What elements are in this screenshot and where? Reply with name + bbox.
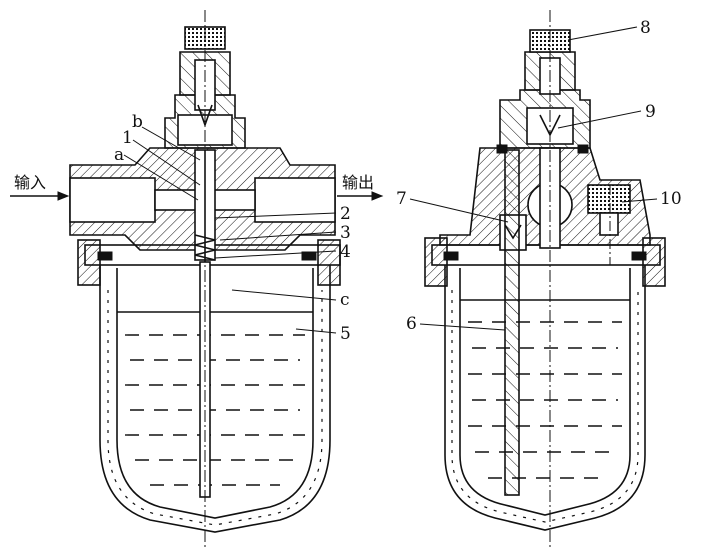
label-5: 5 bbox=[340, 324, 351, 344]
left-bowl-glass-marks bbox=[107, 290, 323, 526]
right-lubricator bbox=[424, 10, 666, 548]
label-3: 3 bbox=[340, 223, 351, 243]
label-9: 9 bbox=[645, 102, 656, 122]
output-label: 输出 bbox=[342, 173, 374, 192]
left-oil-dashes bbox=[125, 334, 305, 486]
left-seal-right bbox=[301, 251, 317, 261]
right-oil-dashes bbox=[468, 321, 622, 479]
right-collar-left bbox=[424, 237, 448, 287]
input-label: 输入 bbox=[14, 173, 46, 192]
left-bowl-inner bbox=[116, 268, 314, 519]
right-seal-top-left bbox=[496, 144, 508, 154]
label-7: 7 bbox=[396, 189, 407, 209]
right-annotations: 8 9 7 10 6 bbox=[396, 18, 682, 334]
right-bowl-outer bbox=[444, 265, 646, 531]
label-b: b bbox=[132, 112, 143, 132]
left-lubricator bbox=[69, 10, 341, 548]
label-4: 4 bbox=[340, 242, 351, 262]
right-collar-right bbox=[642, 237, 666, 287]
label-c: c bbox=[340, 290, 350, 310]
right-seal-right bbox=[631, 251, 647, 261]
right-bowl-inner bbox=[459, 268, 631, 516]
right-siphon-tube bbox=[504, 149, 520, 496]
left-inlet-bore bbox=[69, 177, 156, 223]
left-bowl-outer bbox=[99, 265, 331, 533]
label-6: 6 bbox=[406, 314, 417, 334]
right-seal-left bbox=[443, 251, 459, 261]
label-a: a bbox=[114, 145, 124, 165]
left-annotations: 输入 输出 a b 1 2 3 4 c 5 bbox=[10, 112, 384, 344]
left-spring bbox=[194, 234, 216, 261]
right-bowl-glass-marks bbox=[451, 290, 639, 523]
label-1: 1 bbox=[122, 128, 133, 148]
right-fill-plug-stem bbox=[599, 212, 619, 236]
left-collar-right bbox=[317, 239, 341, 286]
left-seal-left bbox=[97, 251, 113, 261]
right-fill-plug bbox=[587, 184, 631, 214]
label-10: 10 bbox=[660, 189, 682, 209]
label-2: 2 bbox=[340, 204, 351, 224]
left-collar-left bbox=[77, 239, 101, 286]
right-seal-top-right bbox=[577, 144, 589, 154]
label-8: 8 bbox=[640, 18, 651, 38]
